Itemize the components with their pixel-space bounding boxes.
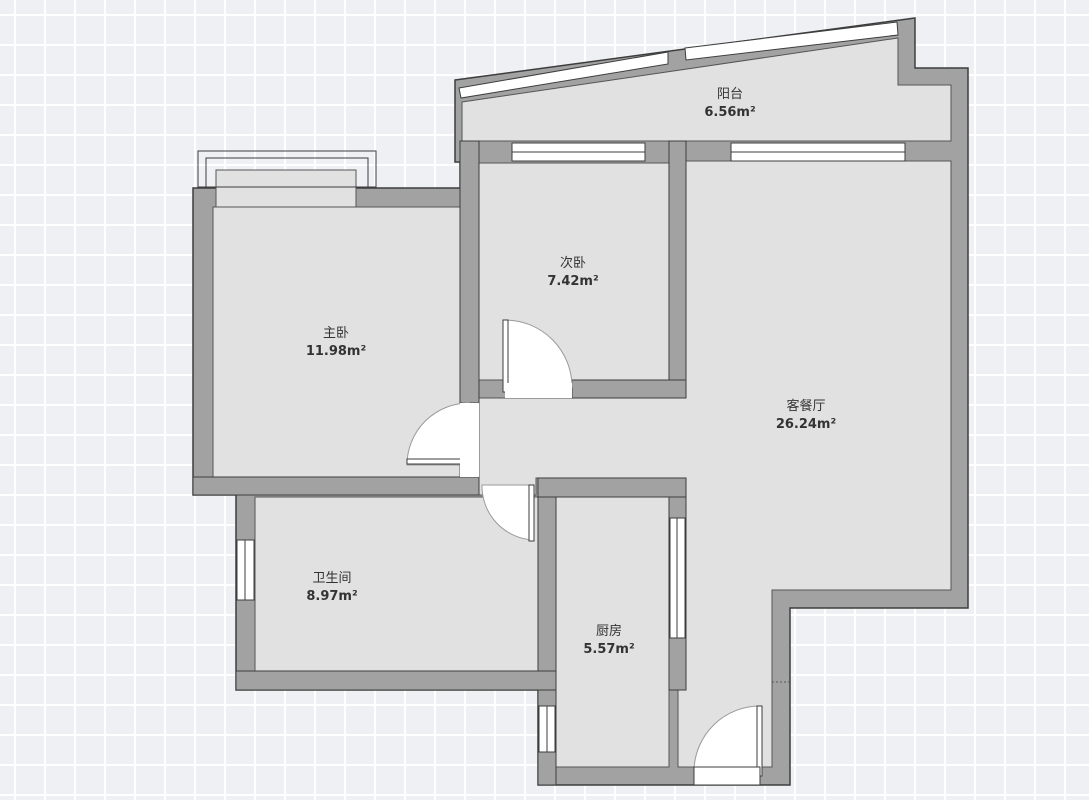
room-label-balcony: 阳台 6.56m² (704, 86, 755, 122)
door-leaf-bathroom (528, 484, 535, 542)
room-area: 8.97m² (306, 589, 358, 604)
wall-kitchen-top (537, 477, 687, 498)
floor-bay-window (215, 169, 357, 208)
windows (197, 21, 906, 753)
window-bay-inner (205, 157, 369, 188)
room-area: 26.24m² (775, 417, 837, 432)
door-leaf-entrance (756, 705, 763, 777)
door-leaf-second-bedroom (502, 319, 509, 393)
room-area: 7.42m² (547, 274, 599, 289)
room-area: 11.98m² (305, 344, 367, 359)
room-name: 次卧 (559, 256, 587, 271)
room-label-second-bedroom: 次卧 7.42m² (547, 255, 598, 291)
room-label-bathroom: 卫生间 8.97m² (306, 570, 357, 606)
wall-bathroom-bottom (235, 670, 557, 691)
wall-second-bedroom-right (668, 140, 687, 399)
room-area: 5.57m² (583, 642, 635, 657)
door-gap-master (460, 403, 479, 477)
room-name: 厨房 (595, 624, 623, 639)
window-balcony-left (458, 51, 669, 99)
room-label-living-dining: 客餐厅 26.24m² (776, 398, 836, 434)
room-name: 客餐厅 (786, 399, 826, 414)
floor-bathroom (254, 496, 539, 672)
room-name: 卫生间 (312, 571, 352, 586)
window-balcony-right (684, 21, 899, 61)
doors (406, 319, 763, 786)
room-label-master-bedroom: 主卧 11.98m² (306, 325, 366, 361)
room-name: 阳台 (716, 87, 744, 102)
room-label-kitchen: 厨房 5.57m² (583, 623, 634, 659)
door-gap-second-bedroom (505, 383, 572, 398)
door-leaf-master (406, 458, 470, 465)
wall-master-bottom (192, 476, 480, 496)
room-name: 主卧 (322, 326, 349, 341)
wall-second-bedroom-left (459, 140, 480, 404)
wall-second-bedroom-bottom (571, 379, 687, 399)
room-area: 6.56m² (704, 105, 756, 120)
door-gap-entrance (693, 766, 761, 786)
